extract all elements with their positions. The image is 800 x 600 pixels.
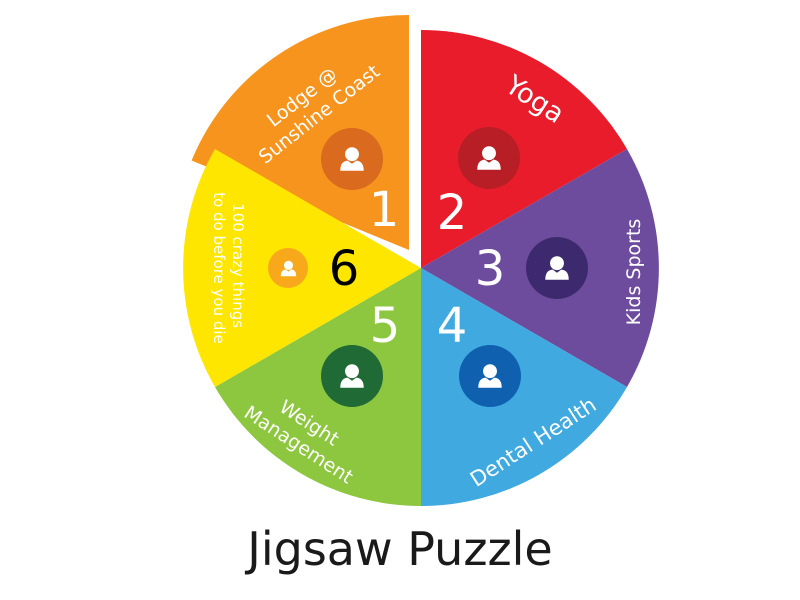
diagram-title: Jigsaw Puzzle <box>247 522 553 576</box>
segment-4: 4 Dental Health <box>421 268 627 506</box>
segment-1-wedge <box>191 14 409 251</box>
segment-3: 3 Kids Sports <box>421 149 659 387</box>
segment-3-label: Kids Sports <box>623 219 645 326</box>
segment-3-number: 3 <box>475 241 506 297</box>
segment-1: 1 Lodge @ Sunshine Coast <box>191 14 409 251</box>
segment-2: 2 Yoga <box>421 30 627 268</box>
segment-1-number: 1 <box>369 182 400 238</box>
segment-6-label: 100 crazy things to do before you die <box>210 192 247 344</box>
segment-5-wedge <box>215 268 421 506</box>
segment-5-number: 5 <box>370 298 401 354</box>
segment-6-number: 6 <box>329 241 360 297</box>
segment-4-number: 4 <box>437 298 468 354</box>
segment-6: 6 100 crazy things to do before you die <box>183 149 421 387</box>
segment-2-number: 2 <box>437 185 468 241</box>
segment-6-label-line-2: to do before you die <box>210 192 228 344</box>
segment-6-label-line-1: 100 crazy things <box>229 203 247 328</box>
segment-2-wedge <box>421 30 627 268</box>
segment-4-wedge <box>421 268 627 506</box>
